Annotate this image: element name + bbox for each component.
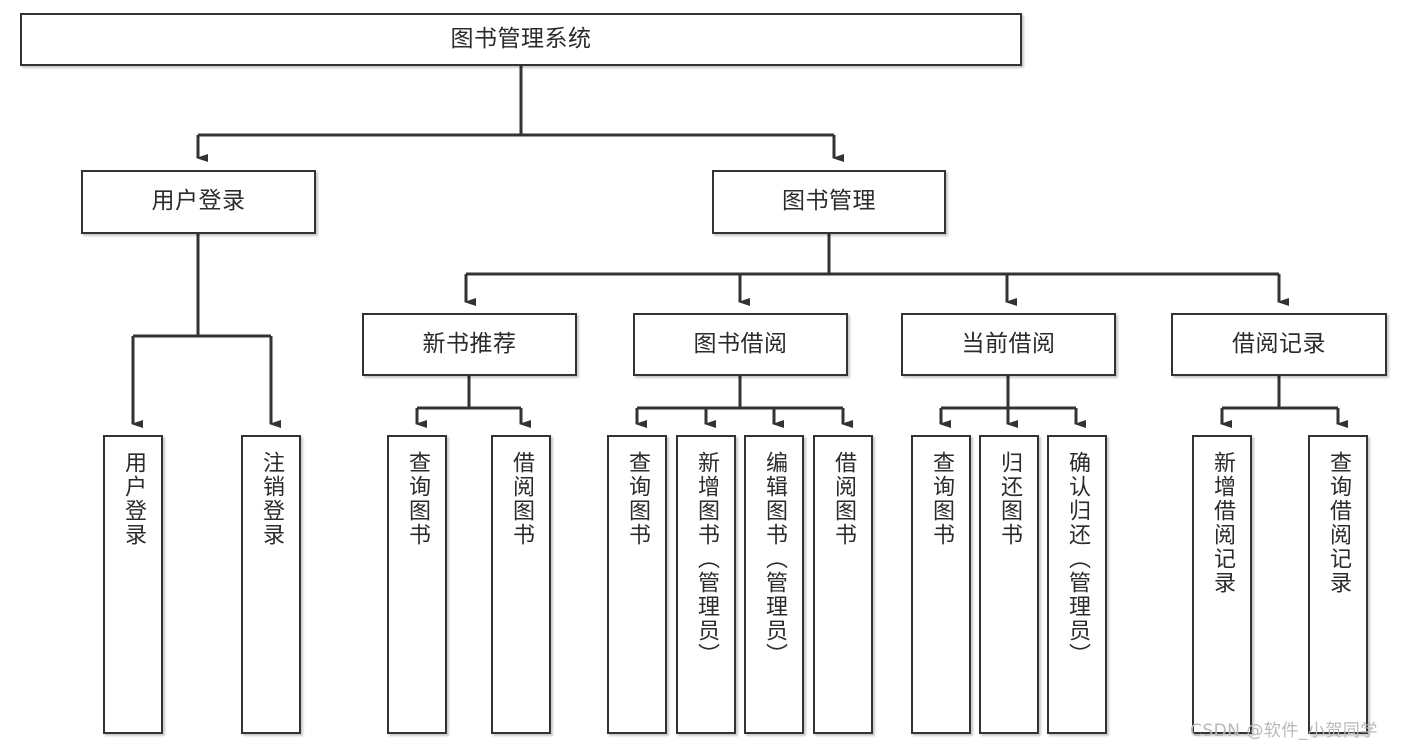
leaf-query-book-1[interactable]: 查询图书: [387, 435, 447, 734]
leaf-borrow-book-1-label: 借阅图书: [508, 451, 534, 547]
leaf-query-record[interactable]: 查询借阅记录: [1308, 435, 1368, 734]
leaf-query-book-2[interactable]: 查询图书: [607, 435, 667, 734]
node-root-label: 图书管理系统: [450, 25, 592, 52]
leaf-add-record-label: 新增借阅记录: [1209, 451, 1235, 595]
node-user-login-label: 用户登录: [151, 188, 246, 215]
leaf-user-login[interactable]: 用户登录: [103, 435, 163, 734]
leaf-user-logout[interactable]: 注销登录: [241, 435, 301, 734]
node-root[interactable]: 图书管理系统: [20, 13, 1022, 66]
csdn-watermark: CSDN @软件_小贺同学: [1190, 721, 1378, 741]
leaf-user-login-label: 用户登录: [120, 451, 146, 547]
node-current-borrow[interactable]: 当前借阅: [901, 313, 1116, 376]
leaf-user-logout-label: 注销登录: [258, 451, 284, 547]
leaf-edit-book-label: 编辑图书（管理员）: [761, 451, 787, 667]
node-book-manage-label: 图书管理: [782, 188, 876, 215]
leaf-query-book-2-label: 查询图书: [624, 451, 650, 547]
leaf-add-book[interactable]: 新增图书（管理员）: [676, 435, 736, 734]
leaf-add-book-label: 新增图书（管理员）: [693, 451, 719, 667]
node-book-borrow-label: 图书借阅: [693, 330, 788, 357]
leaf-confirm-return-label: 确认归还（管理员）: [1064, 451, 1090, 667]
leaf-query-book-3[interactable]: 查询图书: [911, 435, 971, 734]
leaf-borrow-book-2[interactable]: 借阅图书: [813, 435, 873, 734]
node-book-manage[interactable]: 图书管理: [712, 170, 946, 234]
leaf-edit-book[interactable]: 编辑图书（管理员）: [744, 435, 804, 734]
node-borrow-record-label: 借阅记录: [1232, 330, 1326, 357]
leaf-return-book-label: 归还图书: [996, 451, 1022, 547]
node-new-book-rec[interactable]: 新书推荐: [362, 313, 577, 376]
leaf-borrow-book-1[interactable]: 借阅图书: [491, 435, 551, 734]
leaf-query-book-3-label: 查询图书: [928, 451, 954, 547]
leaf-query-book-1-label: 查询图书: [404, 451, 430, 547]
node-user-login[interactable]: 用户登录: [81, 170, 316, 234]
leaf-query-record-label: 查询借阅记录: [1325, 451, 1351, 595]
node-borrow-record[interactable]: 借阅记录: [1171, 313, 1387, 376]
leaf-return-book[interactable]: 归还图书: [979, 435, 1039, 734]
node-current-borrow-label: 当前借阅: [961, 330, 1056, 357]
leaf-borrow-book-2-label: 借阅图书: [830, 451, 856, 547]
node-book-borrow[interactable]: 图书借阅: [633, 313, 848, 376]
leaf-confirm-return[interactable]: 确认归还（管理员）: [1047, 435, 1107, 734]
node-new-book-rec-label: 新书推荐: [422, 330, 517, 357]
leaf-add-record[interactable]: 新增借阅记录: [1192, 435, 1252, 734]
